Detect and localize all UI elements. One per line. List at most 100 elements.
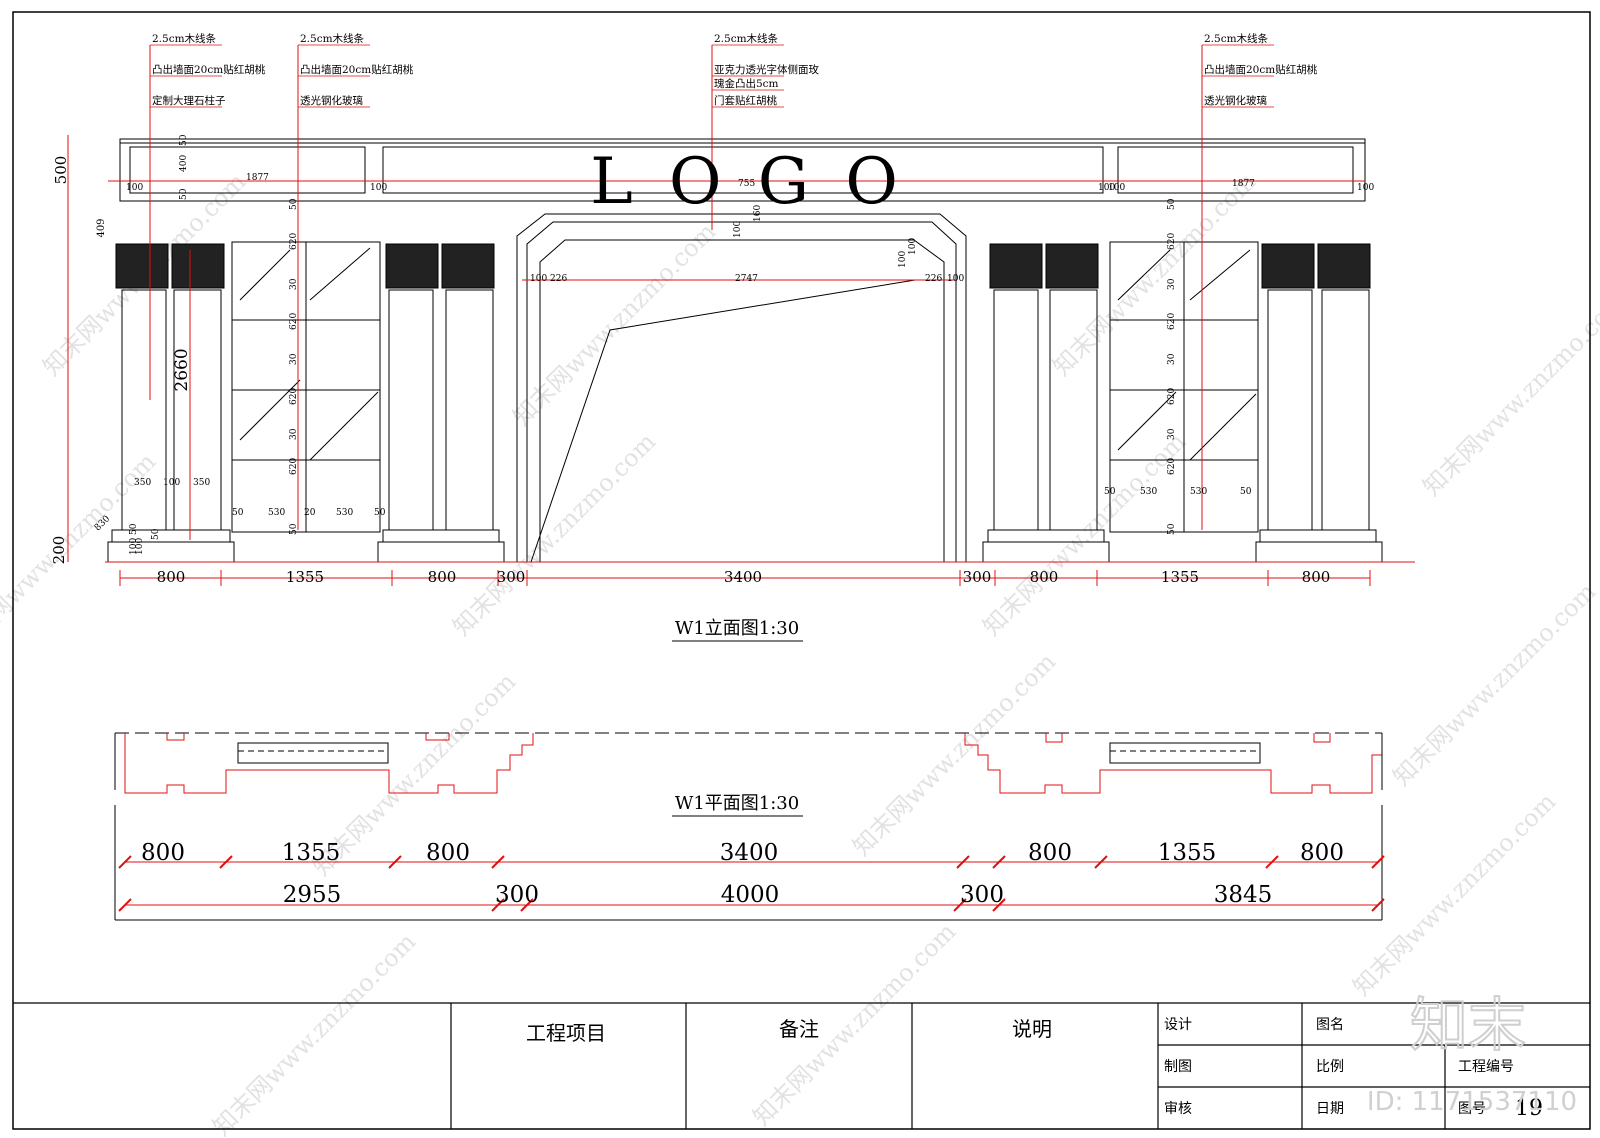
dim-small: 1877 [246,173,269,183]
plan-dim-row2: 2955 [283,882,342,908]
dim-small: 400 [179,155,189,172]
callout-line-text: 透光钢化玻璃 [1204,94,1267,107]
dim-small: 50 [151,528,161,540]
dim-small: 100 [898,251,908,268]
dim-label: 800 [1302,568,1331,586]
dim-small: 50 [1104,487,1116,497]
watermark-text: 知末网www.znzmo.com [1347,787,1561,1001]
callout-line-text: 透光钢化玻璃 [300,94,363,107]
watermark-text: 知末网www.znzmo.com [447,427,661,641]
plan-dim-row1: 800 [141,840,185,866]
plan-dim-row1: 800 [1300,840,1344,866]
dim-small: 620 [289,313,299,330]
dim-small: 30 [1167,428,1177,440]
dim-small: 30 [289,353,299,365]
column-group-right [982,243,1110,563]
elevation-drawing [105,138,1415,563]
dim-small: 620 [1167,388,1177,405]
callout-line-text: 凸出墙面20cm贴红胡桃 [1204,63,1318,76]
dim-small: 30 [1167,278,1177,290]
glass-door-right [1109,241,1259,533]
plan-dim-row1: 800 [426,840,470,866]
plan-dim-row2: 300 [960,882,1004,908]
dim-small: 160 [753,205,763,222]
dim-left-200: 200 [50,536,68,565]
callout-line-text: 瑰金凸出5cm [714,77,779,90]
plan-drawing [114,732,1383,921]
dim-left-500: 500 [52,156,70,185]
band-panel-left [129,146,366,194]
dim-small: 50 [179,188,189,200]
dim-small: 20 [304,508,316,518]
plan-dim-row1: 1355 [1158,840,1217,866]
plan-title: W1平面图1:30 [675,793,799,814]
callout-line-text: 2.5cm木线条 [300,32,365,45]
dim-small: 30 [1167,353,1177,365]
plan-dim-row1: 1355 [282,840,341,866]
dim-small: 30 [289,278,299,290]
arch-doorway [516,213,967,563]
dim-small: 620 [289,458,299,475]
dim-left-409: 409 [96,218,107,237]
tb-drawing-name: 图名 [1316,1017,1344,1033]
dim-label: 300 [963,568,992,586]
tb-project: 工程项目 [526,1021,606,1045]
title-block-text: 工程项目 备注 说明 设计 制图 审核 图名 比例 日期 工程编号 图号 19 [526,1017,1543,1121]
callout-line-text: 亚克力透光字体侧面玫 [714,63,819,76]
callout-line-text: 定制大理石柱子 [152,94,226,107]
dim-small: 100 [733,221,743,238]
dim-small: 1877 [1232,179,1255,189]
logo-text: L O G O [590,145,906,219]
dim-small: 530 [1140,487,1157,497]
dim-small: 50 [232,508,244,518]
callout-line-text: 凸出墙面20cm贴红胡桃 [300,63,414,76]
watermark-text: 知末网www.znzmo.com [847,647,1061,861]
dim-small: 620 [1167,233,1177,250]
tb-scale: 比例 [1316,1059,1344,1075]
column-group-left [107,243,235,563]
tb-design: 设计 [1164,1017,1192,1033]
dim-small: 100 [947,274,964,284]
band-panel-right [1117,146,1354,194]
dim-small: 50 [179,134,189,146]
tb-draw: 制图 [1164,1059,1192,1075]
dim-small: 50 [1167,523,1177,535]
dim-small: 100 [126,183,143,193]
tb-drawing-no-label: 图号 [1458,1101,1486,1117]
dim-small: 50 [1240,487,1252,497]
tb-review: 审核 [1164,1101,1192,1117]
title-block [13,1002,1590,1129]
dim-small: 620 [1167,458,1177,475]
watermark-layer: 知末网www.znzmo.com 知末网www.znzmo.com 知末网www.z… [0,167,1600,1138]
dim-label: 800 [157,568,186,586]
callout-line-text: 2.5cm木线条 [152,32,217,45]
dim-label: 1355 [286,568,324,586]
dim-small: 530 [336,508,353,518]
dim-small: 100 [135,538,145,555]
plan-dim-row1: 3400 [720,840,779,866]
band-panel-center [382,146,1104,194]
dim-small: 755 [738,179,755,189]
dim-small: 100 [129,538,139,555]
dim-small: 2747 [735,274,758,284]
dim-small: 50 [374,508,386,518]
tb-drawing-no: 19 [1515,1096,1543,1121]
dim-small: 226 [550,274,567,284]
sheet-border [12,11,1591,1130]
callout-line-text: 2.5cm木线条 [714,32,779,45]
plan-dim-row2: 4000 [721,882,780,908]
tb-date: 日期 [1316,1101,1344,1117]
dim-label: 300 [497,568,526,586]
top-band [119,138,1366,202]
watermark-text: 知末网www.znzmo.com [1417,287,1600,501]
dim-small: 620 [289,388,299,405]
dim-small: 30 [289,428,299,440]
dim-small: 50 [129,523,139,535]
dim-small: 50 [289,198,299,210]
dim-label: 800 [428,568,457,586]
glass-door-left [231,241,381,533]
